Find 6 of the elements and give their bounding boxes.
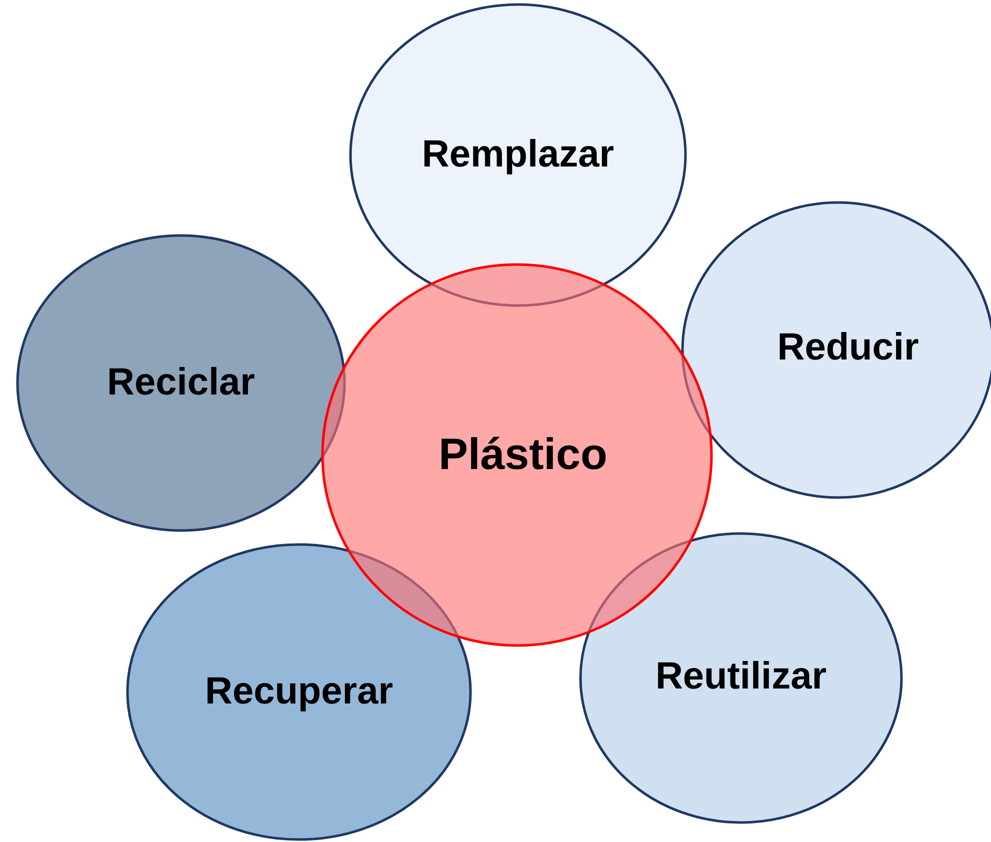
circle-label: Recuperar bbox=[205, 670, 393, 714]
circle-label: Reducir bbox=[777, 326, 919, 370]
circle-label: Remplazar bbox=[422, 134, 614, 176]
circle-label: Reutilizar bbox=[655, 656, 827, 698]
circle-label: Plástico bbox=[438, 430, 608, 480]
circle-label: Reciclar bbox=[107, 362, 255, 404]
